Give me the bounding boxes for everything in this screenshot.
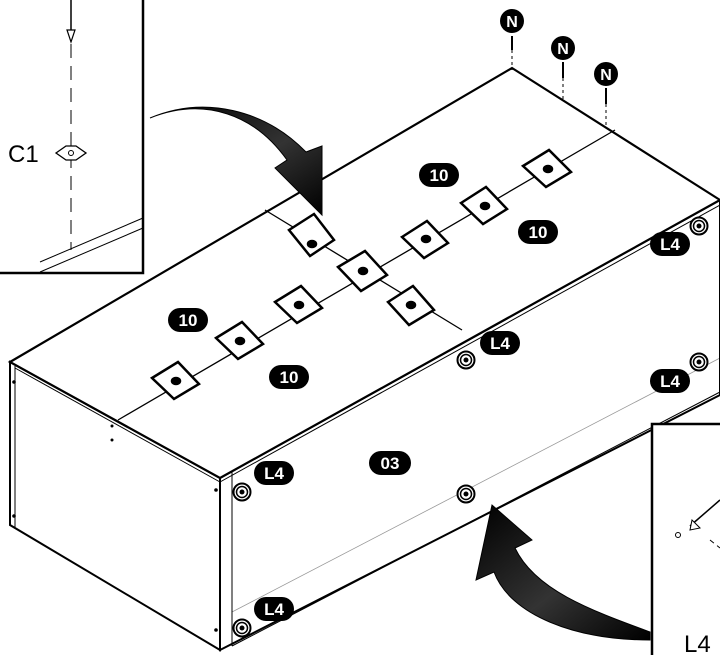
dowel-slots <box>149 148 574 401</box>
tag-panel-10: 10 <box>419 163 459 187</box>
nail-label: N <box>557 41 569 58</box>
dowel-slot-icon <box>272 284 324 325</box>
dowel-slot-icon <box>213 320 265 361</box>
tag-cam-l4: L4 <box>650 369 690 393</box>
cam-l4-label: L4 <box>660 235 680 254</box>
tag-cam-l4: L4 <box>480 331 520 355</box>
cam-l4-label: L4 <box>490 334 510 353</box>
cam-lock-icon <box>689 216 709 236</box>
tag-panel-10: 10 <box>269 365 309 389</box>
panel-03-label: 03 <box>381 454 400 473</box>
clip-c1-icon <box>54 145 88 161</box>
nail-tag: N <box>500 9 524 33</box>
cam-lock-icon <box>456 484 476 504</box>
nail-label: N <box>506 14 518 31</box>
tag-cam-l4: L4 <box>650 232 690 256</box>
panel-10-label: 10 <box>529 223 548 242</box>
panel-10-label: 10 <box>430 166 449 185</box>
dowel-slot-icon <box>386 284 436 327</box>
dowel-slot-icon <box>287 212 336 258</box>
cam-l4-label: L4 <box>264 600 284 619</box>
panel-10-label: 10 <box>179 311 198 330</box>
part-tags: 10 10 10 10 03 L4 L4 L4 L4 L4 <box>168 163 690 621</box>
nail-icon: N <box>594 62 618 126</box>
cam-lock-icon <box>689 352 709 372</box>
nail-label: N <box>600 67 612 84</box>
panel-10-label: 10 <box>280 368 299 387</box>
dowel-slot-icon <box>149 360 201 401</box>
dowel-slot-icon <box>458 185 509 226</box>
nails: N N N <box>500 9 618 126</box>
tag-panel-03: 03 <box>369 451 411 475</box>
dowel-slot-icon <box>336 249 389 293</box>
nail-icon: N <box>551 36 575 100</box>
dowel-slot-icon <box>520 148 574 189</box>
dowel-slot-icon <box>399 219 450 260</box>
tag-panel-10: 10 <box>168 308 208 332</box>
detail-box-top-left: C1 <box>0 0 145 275</box>
tag-panel-10: 10 <box>518 220 558 244</box>
detail-l4-label: L4 <box>684 631 711 655</box>
nail-icon: N <box>500 9 524 70</box>
nail-tag: N <box>551 36 575 60</box>
cam-lock-icon <box>232 618 252 638</box>
nail-tag: N <box>594 62 618 86</box>
tag-cam-l4: L4 <box>254 461 294 485</box>
curved-arrow-icon <box>149 106 323 217</box>
cam-lock-icon <box>456 350 476 370</box>
cam-lock-icon <box>232 482 252 502</box>
cam-locks <box>232 216 709 638</box>
detail-box-bottom-right: L4 <box>650 422 720 655</box>
cam-l4-label: L4 <box>660 372 680 391</box>
curved-arrow-icon <box>475 504 651 641</box>
tag-cam-l4: L4 <box>254 597 294 621</box>
cam-l4-label: L4 <box>264 464 284 483</box>
detail-c1-label: C1 <box>8 141 39 168</box>
